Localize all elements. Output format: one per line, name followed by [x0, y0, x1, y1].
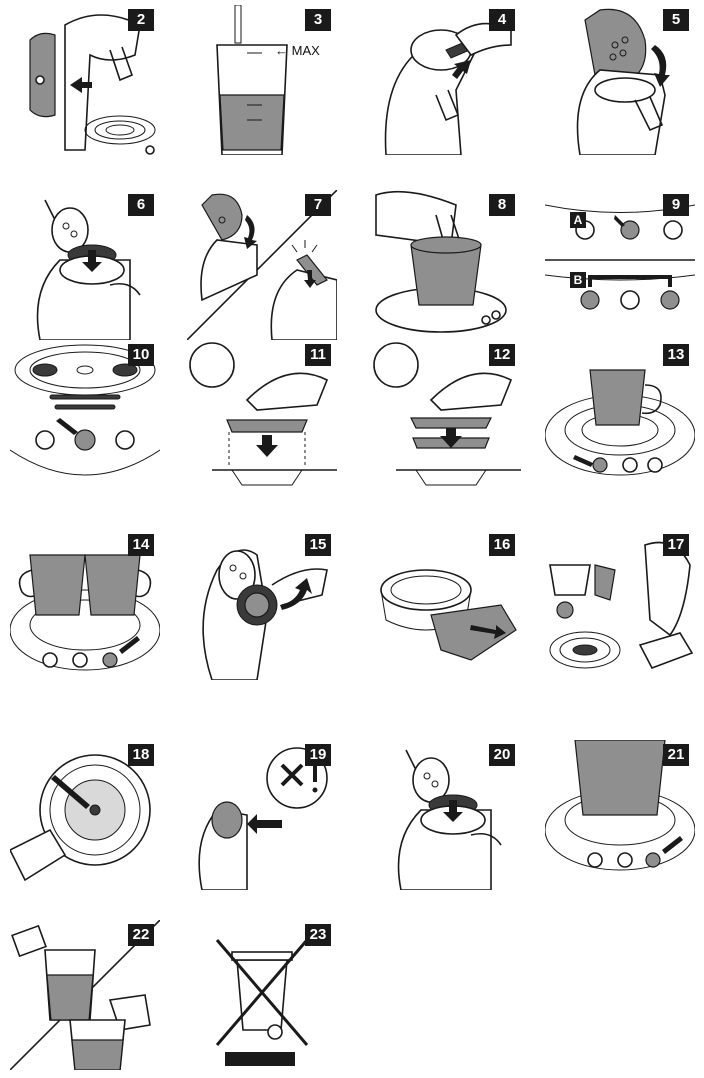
step-14-panel: 14	[10, 530, 160, 680]
step-number: 8	[489, 194, 515, 216]
step-number: 5	[663, 9, 689, 31]
step-17-panel: 17	[545, 530, 695, 680]
step-5-panel: 5	[545, 5, 695, 155]
step-number: 17	[663, 534, 689, 556]
step-number: 4	[489, 9, 515, 31]
step-number: 10	[128, 344, 154, 366]
step-number: 22	[128, 924, 154, 946]
step-number: 18	[128, 744, 154, 766]
step-number: 2	[128, 9, 154, 31]
step-8-panel: 8	[371, 190, 521, 340]
step-number: 19	[305, 744, 331, 766]
step-18-panel: 18	[10, 740, 160, 890]
step-23-panel: 23	[187, 920, 337, 1070]
label-a: A	[570, 212, 586, 228]
step-number: 15	[305, 534, 331, 556]
step-number: 20	[489, 744, 515, 766]
step-number: 12	[489, 344, 515, 366]
step-10-panel: 10	[10, 340, 160, 490]
step-number: 23	[305, 924, 331, 946]
step-12-panel: 12	[371, 340, 521, 490]
step-22-panel: 22	[10, 920, 160, 1070]
step-13-panel: 13	[545, 340, 695, 490]
step-11-panel: 11	[187, 340, 337, 490]
step-4-panel: 4	[371, 5, 521, 155]
step-number: 11	[305, 344, 331, 366]
step-number: 3	[305, 9, 331, 31]
step-number: 21	[663, 744, 689, 766]
step-number: 7	[305, 194, 331, 216]
step-16-panel: 16	[371, 530, 521, 680]
step-7-panel: 7	[187, 190, 337, 340]
step-9-panel: A B 9	[545, 190, 695, 340]
label-b: B	[570, 272, 586, 288]
step-20-panel: 20	[371, 740, 521, 890]
max-label: ← MAX	[275, 43, 320, 58]
step-15-panel: 15	[187, 530, 337, 680]
step-2-panel: 2	[10, 5, 160, 155]
step-number: 14	[128, 534, 154, 556]
step-3-panel: ← MAX 3	[187, 5, 337, 155]
step-number: 9	[663, 194, 689, 216]
step-21-panel: 21	[545, 740, 695, 890]
step-19-panel: 19	[187, 740, 337, 890]
step-number: 6	[128, 194, 154, 216]
step-number: 16	[489, 534, 515, 556]
step-6-panel: 6	[10, 190, 160, 340]
step-number: 13	[663, 344, 689, 366]
